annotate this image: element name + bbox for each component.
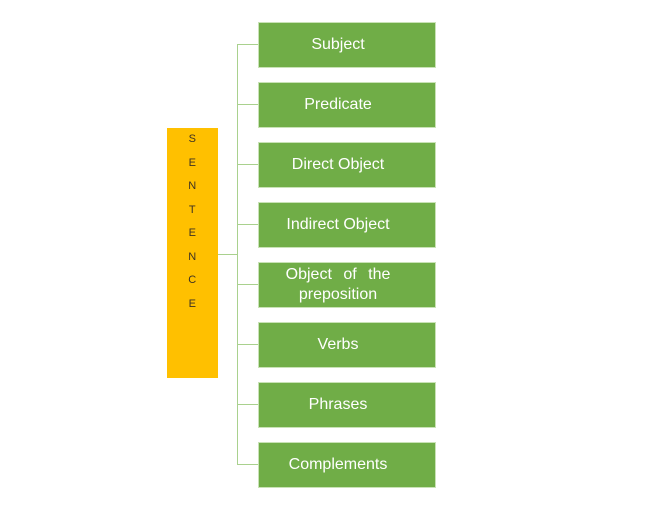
node-complements[interactable]: Complements [258,442,436,488]
connector-branch-line [237,404,258,405]
root-letter: N [188,250,197,263]
node-phrases[interactable]: Phrases [258,382,436,428]
node-label: Direct Object [291,156,385,173]
root-letter: C [188,274,197,286]
root-letter: E [188,227,197,239]
node-label: Verbs [317,336,359,353]
node-label: Predicate [304,96,372,113]
root-letter: N [188,180,197,192]
connector-branch-line [237,224,258,225]
node-object-of-the-preposition[interactable]: Object of the preposition [258,262,436,308]
node-label: Complements [288,456,388,473]
node-indirect-object[interactable]: Indirect Object [258,202,436,248]
root-letter: T [188,203,197,216]
node-label: Phrases [308,396,368,413]
root-connector-line [218,254,237,255]
connector-branch-line [237,164,258,165]
node-direct-object[interactable]: Direct Object [258,142,436,188]
root-node-sentence[interactable]: S E N T E N C E [167,128,218,378]
node-label: Subject [311,36,365,53]
node-verbs[interactable]: Verbs [258,322,436,368]
connector-trunk-line [237,44,238,464]
connector-branch-line [237,44,258,45]
connector-branch-line [237,104,258,105]
node-subject[interactable]: Subject [258,22,436,68]
root-letter: E [188,297,197,310]
node-label: Object of the preposition [285,266,391,303]
node-predicate[interactable]: Predicate [258,82,436,128]
connector-branch-line [237,284,258,285]
root-letter: S [188,133,197,145]
root-letter: E [188,156,197,169]
connector-branch-line [237,344,258,345]
connector-branch-line [237,464,258,465]
node-label: Indirect Object [286,216,390,233]
